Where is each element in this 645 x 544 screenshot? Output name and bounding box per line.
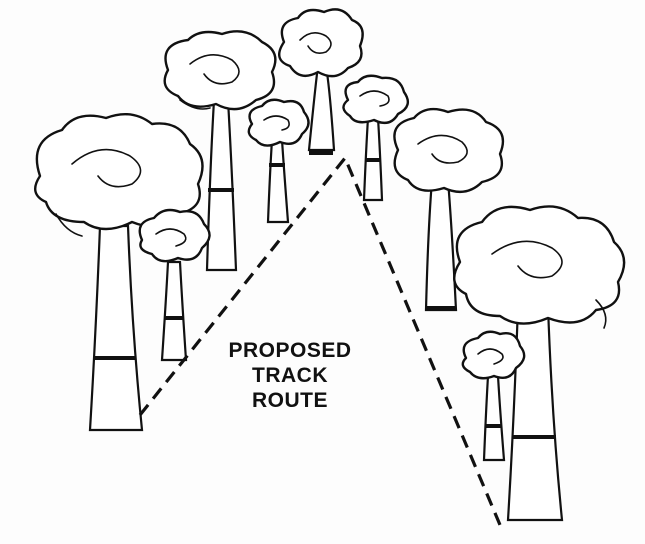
tree-front-left	[34, 112, 204, 432]
route-label-line-3: ROUTE	[252, 389, 328, 412]
route-label-line-1: PROPOSED	[228, 339, 352, 362]
tree-small-left	[138, 208, 211, 362]
tree-back-center	[278, 8, 364, 155]
tree-back-small-2	[342, 74, 410, 202]
route-label: PROPOSED TRACK ROUTE	[228, 338, 352, 413]
tree-small-right	[461, 330, 526, 462]
tree-back-small-1	[247, 98, 310, 224]
tree-back-left	[163, 30, 277, 272]
route-label-line-2: TRACK	[252, 364, 328, 387]
proposed-track-route-line	[138, 154, 505, 533]
